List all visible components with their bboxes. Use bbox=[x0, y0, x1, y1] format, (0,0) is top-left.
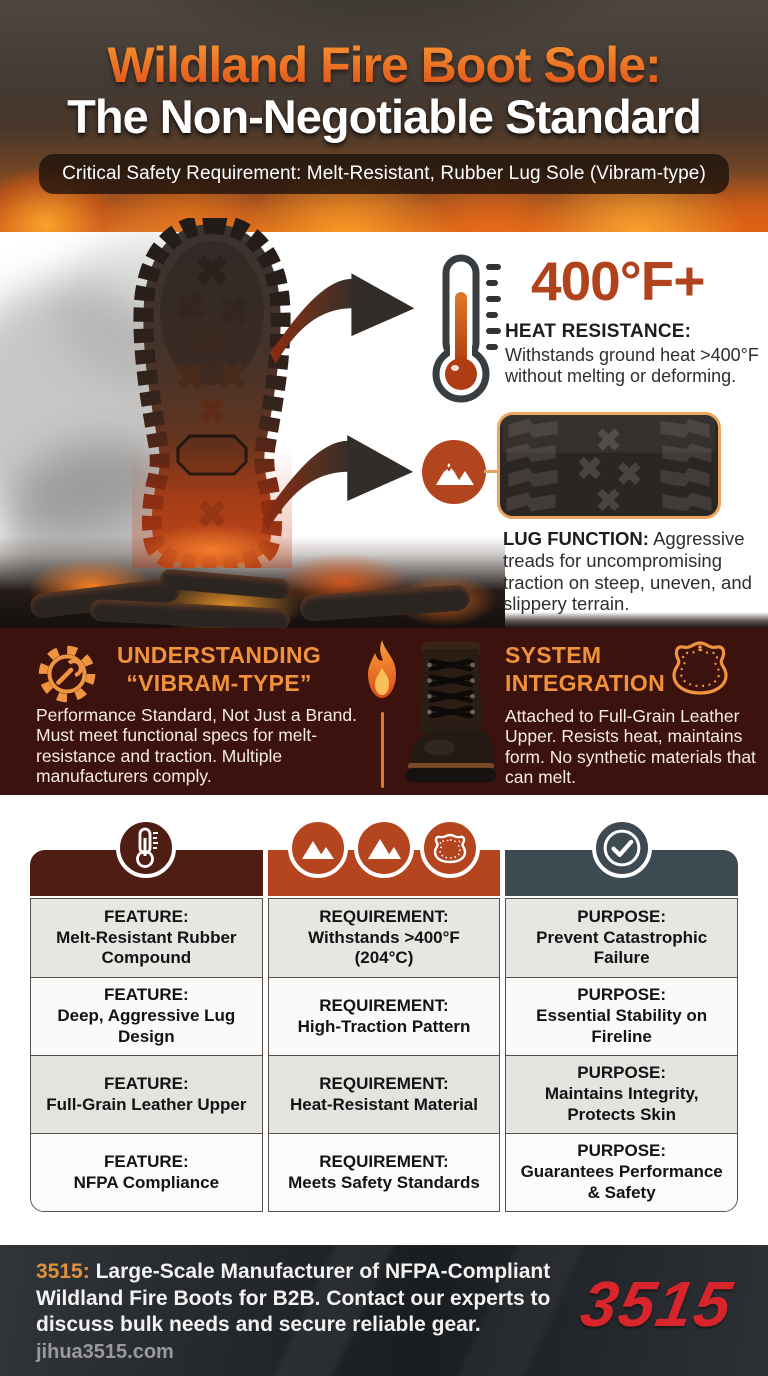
heat-value: 400°F+ bbox=[531, 250, 705, 312]
system-heading-line1: SYSTEM bbox=[505, 642, 602, 668]
footer-brand-prefix: 3515: bbox=[36, 1260, 90, 1283]
heat-resistance-callout: 400°F+ HEAT RESISTANCE: Withstands groun… bbox=[505, 254, 767, 387]
system-heading-line2: INTEGRATION bbox=[505, 669, 666, 696]
cell-value: Prevent Catastrophic Failure bbox=[536, 927, 708, 968]
vibram-heading: UNDERSTANDING “VIBRAM-TYPE” bbox=[96, 642, 342, 697]
cell-value: Deep, Aggressive Lug Design bbox=[57, 1006, 236, 1046]
cell-label: REQUIREMENT: bbox=[319, 995, 449, 1015]
table-cell: REQUIREMENT: Withstands >400°F (204°C) bbox=[268, 899, 500, 977]
table-cell: FEATURE: Full-Grain Leather Upper bbox=[31, 1055, 262, 1133]
cell-label: PURPOSE: bbox=[577, 1141, 667, 1161]
footer-website: jihua3515.com bbox=[36, 1341, 174, 1363]
hero-section: 400°F+ HEAT RESISTANCE: Withstands groun… bbox=[0, 218, 768, 642]
thermometer-icon bbox=[432, 254, 501, 403]
log-shape bbox=[159, 568, 291, 600]
subtitle-pill: Critical Safety Requirement: Melt-Resist… bbox=[39, 153, 729, 194]
cell-value: NFPA Compliance bbox=[73, 1172, 220, 1192]
boot-photo bbox=[405, 641, 497, 783]
arrow-to-lug bbox=[262, 435, 414, 530]
table-cell: REQUIREMENT: Meets Safety Standards bbox=[268, 1133, 500, 1211]
vibram-body: Performance Standard, Not Just a Brand. … bbox=[36, 705, 357, 787]
gear-wrench-icon bbox=[38, 645, 96, 703]
boot-sole-image bbox=[132, 218, 292, 568]
cell-value: Heat-Resistant Material bbox=[289, 1094, 478, 1114]
table-cell: PURPOSE: Maintains Integrity, Protects S… bbox=[506, 1055, 737, 1133]
cell-label: FEATURE: bbox=[103, 985, 189, 1005]
callout-connector-line bbox=[484, 470, 500, 473]
page-title-line2: The Non-Negotiable Standard bbox=[67, 90, 702, 143]
cell-label: PURPOSE: bbox=[577, 985, 667, 1005]
cell-value: Meets Safety Standards bbox=[288, 1172, 480, 1192]
mountain-circle-icon bbox=[353, 818, 414, 878]
mountain-circle-icon bbox=[287, 818, 348, 878]
lug-closeup-image bbox=[497, 412, 721, 519]
table-cell: REQUIREMENT: Heat-Resistant Material bbox=[268, 1055, 500, 1133]
log-shape bbox=[299, 584, 471, 622]
vibram-heading-line2: “VIBRAM-TYPE” bbox=[126, 669, 312, 696]
check-circle-icon bbox=[591, 818, 652, 878]
heat-label: HEAT RESISTANCE: bbox=[505, 321, 692, 342]
cell-value: Essential Stability on Fireline bbox=[536, 1006, 708, 1046]
page-title-line1: Wildland Fire Boot Sole: bbox=[0, 0, 768, 91]
table-cell: PURPOSE: Guarantees Performance & Safety bbox=[506, 1133, 737, 1211]
table-cell: FEATURE: NFPA Compliance bbox=[31, 1133, 262, 1211]
lug-label: LUG FUNCTION: bbox=[503, 528, 649, 549]
requirement-column: REQUIREMENT: Withstands >400°F (204°C) R… bbox=[267, 818, 501, 1212]
footer-section: 3515: Large-Scale Manufacturer of NFPA-C… bbox=[0, 1245, 768, 1376]
thermometer-circle-icon bbox=[116, 818, 177, 878]
cell-label: PURPOSE: bbox=[577, 906, 667, 926]
table-cell: PURPOSE: Essential Stability on Fireline bbox=[506, 977, 737, 1055]
vibram-band-section: UNDERSTANDING “VIBRAM-TYPE” Performance … bbox=[0, 628, 768, 795]
log-shape bbox=[89, 598, 291, 632]
cell-label: REQUIREMENT: bbox=[319, 1073, 449, 1093]
spec-table: FEATURE: Melt-Resistant Rubber Compound … bbox=[30, 795, 738, 1212]
divider-line bbox=[381, 712, 384, 788]
system-integration-heading: SYSTEM INTEGRATION bbox=[505, 642, 665, 697]
embers-strip bbox=[505, 612, 768, 628]
header-fire-banner: Wildland Fire Boot Sole: The Non-Negotia… bbox=[0, 0, 768, 232]
arrow-to-heat bbox=[270, 273, 415, 364]
cell-label: PURPOSE: bbox=[577, 1063, 667, 1083]
mountains-icon bbox=[422, 440, 486, 504]
cell-label: REQUIREMENT: bbox=[319, 906, 449, 926]
flame-icon bbox=[368, 640, 396, 698]
table-cell: REQUIREMENT: High-Traction Pattern bbox=[268, 977, 500, 1055]
table-cell: FEATURE: Deep, Aggressive Lug Design bbox=[31, 977, 262, 1055]
cell-value: Maintains Integrity, Protects Skin bbox=[544, 1084, 699, 1124]
cell-value: Guarantees Performance & Safety bbox=[520, 1162, 723, 1202]
cell-label: FEATURE: bbox=[103, 1073, 189, 1093]
purpose-column: PURPOSE: Prevent Catastrophic Failure PU… bbox=[505, 818, 738, 1212]
feature-column: FEATURE: Melt-Resistant Rubber Compound … bbox=[30, 818, 263, 1212]
system-body: Attached to Full-Grain Leather Upper. Re… bbox=[505, 706, 756, 788]
heat-body: Withstands ground heat >400°F without me… bbox=[505, 345, 759, 387]
footer-message-body: Large-Scale Manufacturer of NFPA-Complia… bbox=[36, 1260, 551, 1337]
lug-function-callout: LUG FUNCTION: Aggressive treads for unco… bbox=[503, 528, 753, 615]
cell-label: FEATURE: bbox=[103, 1151, 189, 1171]
footer-message: 3515: Large-Scale Manufacturer of NFPA-C… bbox=[36, 1259, 576, 1339]
table-cell: FEATURE: Melt-Resistant Rubber Compound bbox=[31, 899, 262, 977]
lug-body: Aggressive treads for uncompromising tra… bbox=[503, 528, 752, 615]
leather-circle-icon bbox=[419, 818, 480, 878]
spec-table-section: FEATURE: Melt-Resistant Rubber Compound … bbox=[0, 795, 768, 1245]
cell-value: Full-Grain Leather Upper bbox=[46, 1094, 247, 1114]
cell-value: High-Traction Pattern bbox=[297, 1016, 471, 1036]
cell-value: Melt-Resistant Rubber Compound bbox=[56, 927, 237, 968]
cell-label: FEATURE: bbox=[103, 906, 189, 926]
brand-logo-3515: 3515 bbox=[575, 1268, 739, 1340]
cell-label: REQUIREMENT: bbox=[319, 1151, 449, 1171]
vibram-heading-line1: UNDERSTANDING bbox=[116, 642, 322, 668]
table-cell: PURPOSE: Prevent Catastrophic Failure bbox=[506, 899, 737, 977]
leather-hide-icon bbox=[672, 641, 728, 695]
cell-value: Withstands >400°F (204°C) bbox=[308, 927, 460, 968]
